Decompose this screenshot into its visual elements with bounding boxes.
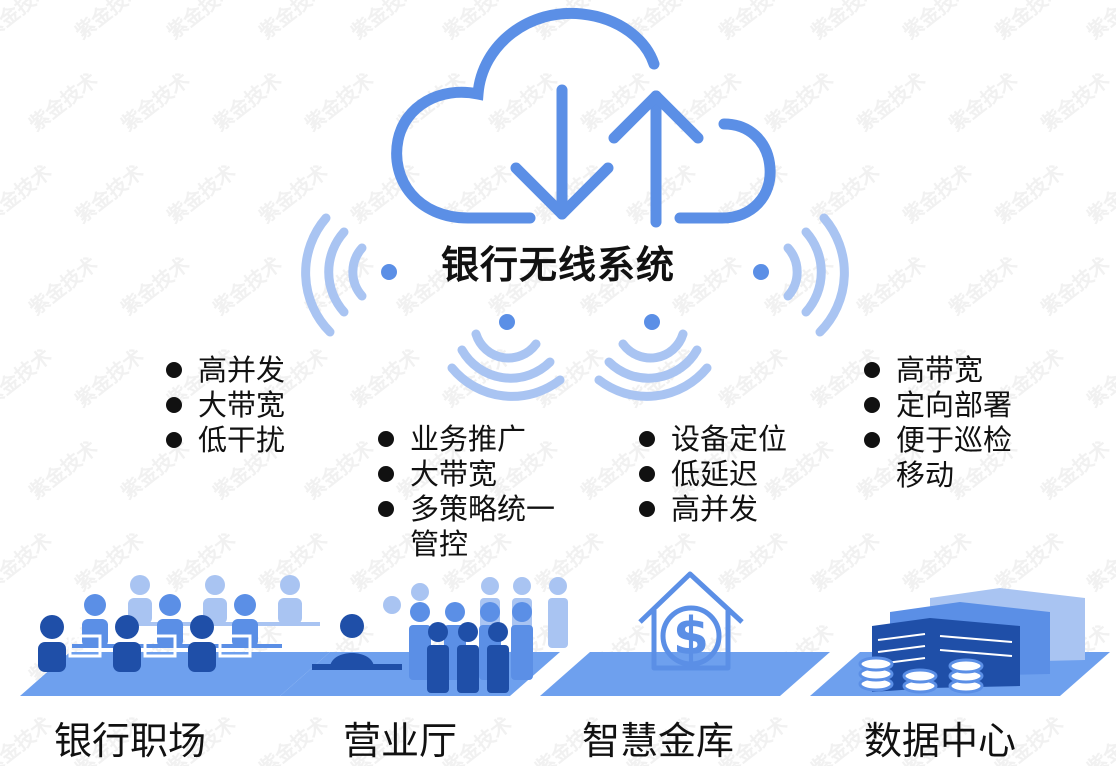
scene-label-hall: 营业厅 <box>342 719 457 763</box>
feature-list-office: 高并发 大带宽 低干扰 <box>164 353 285 458</box>
feature-item-continuation: 移动 <box>896 458 955 492</box>
feature-item: 设备定位 <box>637 422 787 457</box>
wifi-signal-center-left-icon <box>447 314 565 401</box>
feature-item: 业务推广 <box>376 422 555 457</box>
upload-arrow-icon <box>608 90 704 228</box>
feature-item-continuation: 管控 <box>410 527 469 561</box>
feature-item: 高并发 <box>637 492 787 527</box>
download-arrow-icon <box>510 84 614 220</box>
feature-list-hall: 业务推广 大带宽 多策略统一 管控 <box>376 422 555 562</box>
feature-item: 高带宽 <box>862 353 1012 388</box>
vault-dollar-house-icon: $ <box>638 571 744 671</box>
feature-item: 大带宽 <box>164 388 285 423</box>
feature-item: 低干扰 <box>164 423 285 458</box>
server-racks-icon <box>858 588 1085 694</box>
wifi-signal-left-outer-icon <box>301 213 397 337</box>
feature-list-datacenter: 高带宽 定向部署 便于巡检 移动 <box>862 353 1012 493</box>
feature-item: 低延迟 <box>637 457 787 492</box>
feature-item: 多策略统一 <box>376 492 555 527</box>
svg-text:$: $ <box>673 607 709 667</box>
scene-label-vault: 智慧金库 <box>581 719 734 763</box>
office-workers-icon <box>38 575 320 672</box>
feature-item: 高并发 <box>164 353 285 388</box>
wifi-signal-center-right-icon <box>594 314 712 401</box>
feature-item: 便于巡检 <box>862 423 1012 458</box>
service-hall-icon <box>312 577 568 693</box>
feature-item: 大带宽 <box>376 457 555 492</box>
feature-item: 定向部署 <box>862 388 1012 423</box>
system-title: 银行无线系统 <box>440 243 675 287</box>
cloud-icon <box>391 7 776 224</box>
feature-list-vault: 设备定位 低延迟 高并发 <box>637 422 787 527</box>
wifi-signal-right-outer-icon <box>753 213 849 337</box>
scene-label-office: 银行职场 <box>53 719 206 763</box>
scene-label-datacenter: 数据中心 <box>863 719 1016 763</box>
